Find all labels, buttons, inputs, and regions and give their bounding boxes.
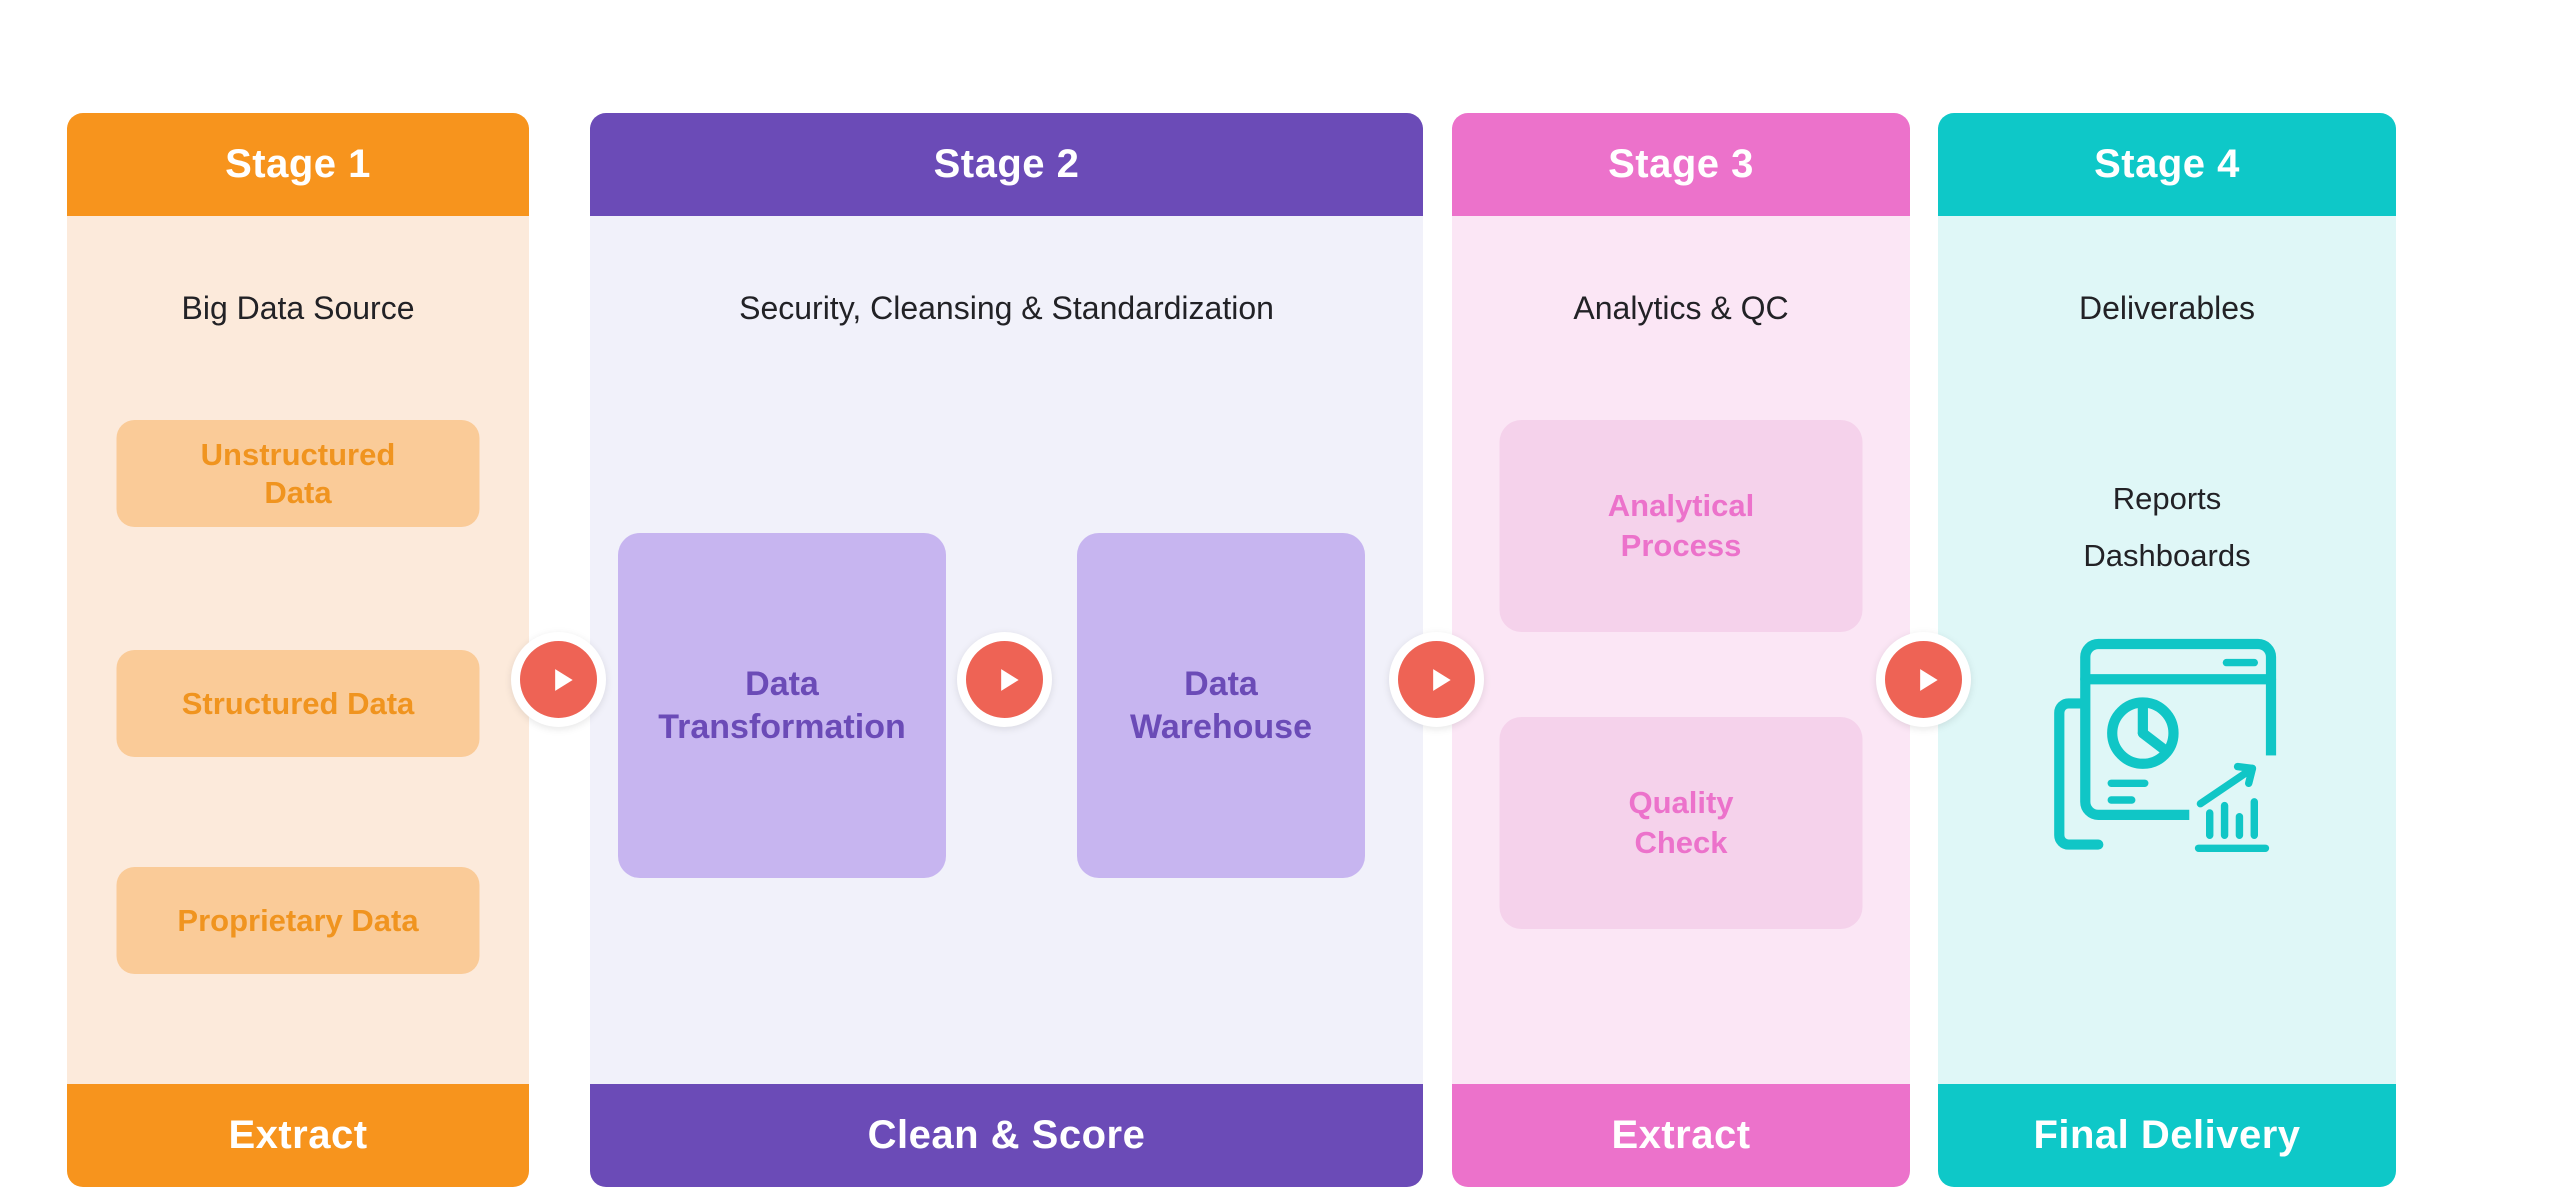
stage-2-body: Security, Cleansing & Standardization Da… — [590, 216, 1423, 1084]
stage-1-body: Big Data Source Unstructured Data Struct… — [67, 216, 529, 1084]
stage-1-subtitle: Big Data Source — [181, 290, 415, 326]
stage-3-header: Stage 3 — [1452, 113, 1910, 216]
deliverables-list: Reports Dashboards — [1938, 470, 2396, 585]
stage-2-panel: Stage 2 Security, Cleansing & Standardiz… — [590, 113, 1423, 1187]
structured-data-box: Structured Data — [116, 650, 480, 757]
play-icon — [983, 660, 1027, 700]
play-icon — [1902, 660, 1946, 700]
flow-arrow-2 — [957, 632, 1052, 727]
flow-arrow-3 — [1389, 632, 1484, 727]
report-dashboard-icon — [2037, 624, 2297, 877]
play-icon — [1415, 660, 1459, 700]
stage-3-footer: Extract — [1452, 1084, 1910, 1187]
stage-4-header: Stage 4 — [1938, 113, 2396, 216]
stage-4-panel: Stage 4 Deliverables Reports Dashboards — [1938, 113, 2396, 1187]
stage-3-panel: Stage 3 Analytics & QC Analytical Proces… — [1452, 113, 1910, 1187]
stage-2-subtitle: Security, Cleansing & Standardization — [739, 290, 1274, 326]
stage-2-footer: Clean & Score — [590, 1084, 1423, 1187]
proprietary-data-box: Proprietary Data — [116, 867, 480, 974]
stage-3-subtitle: Analytics & QC — [1573, 290, 1789, 326]
stage-2-header: Stage 2 — [590, 113, 1423, 216]
stage-1-footer: Extract — [67, 1084, 529, 1187]
stage-3-body: Analytics & QC Analytical Process Qualit… — [1452, 216, 1910, 1084]
data-transformation-box: Data Transformation — [618, 533, 946, 878]
analytical-process-box: Analytical Process — [1499, 420, 1863, 632]
play-icon — [537, 660, 581, 700]
flow-arrow-1 — [511, 632, 606, 727]
quality-check-box: Quality Check — [1499, 717, 1863, 929]
stage-1-header: Stage 1 — [67, 113, 529, 216]
stage-4-body: Deliverables Reports Dashboards — [1938, 216, 2396, 1084]
stage-4-footer: Final Delivery — [1938, 1084, 2396, 1187]
stage-4-subtitle: Deliverables — [2078, 290, 2256, 326]
deliverable-dashboards: Dashboards — [2083, 538, 2251, 574]
unstructured-data-box: Unstructured Data — [116, 420, 480, 527]
stage-1-panel: Stage 1 Big Data Source Unstructured Dat… — [67, 113, 529, 1187]
flow-arrow-4 — [1876, 632, 1971, 727]
deliverable-reports: Reports — [2112, 481, 2222, 516]
data-warehouse-box: Data Warehouse — [1077, 533, 1365, 878]
